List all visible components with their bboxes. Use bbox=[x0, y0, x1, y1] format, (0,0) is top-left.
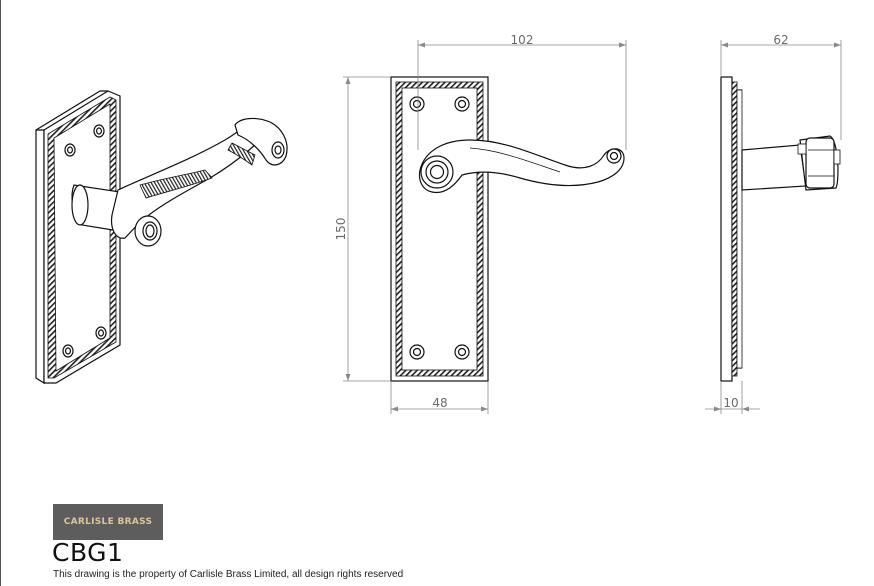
iso-screw-hole-3 bbox=[62, 344, 74, 358]
dimension-height-label: 150 bbox=[334, 218, 348, 241]
iso-screw-hole-4 bbox=[95, 326, 107, 340]
side-lever-neck bbox=[741, 144, 807, 191]
dimension-plate-thickness-label: 10 bbox=[723, 396, 738, 410]
iso-plate-inner bbox=[53, 103, 111, 372]
side-view bbox=[720, 76, 841, 382]
isometric-view bbox=[35, 90, 288, 385]
front-lever-scroll bbox=[606, 148, 622, 164]
copyright-note: This drawing is the property of Carlisle… bbox=[53, 569, 404, 580]
side-rope-edge bbox=[731, 81, 738, 377]
dimension-width-label: 102 bbox=[511, 33, 534, 47]
iso-lever-scroll-hole bbox=[271, 141, 285, 159]
product-code: CBG1 bbox=[52, 538, 124, 567]
iso-screw-hole-2 bbox=[93, 124, 105, 138]
carlisle-brass-logo: CARLISLE BRASS bbox=[53, 504, 163, 540]
dimension-depth-label: 62 bbox=[773, 33, 788, 47]
front-lever-ridge bbox=[469, 147, 561, 173]
drawing-frame-edge bbox=[0, 0, 1, 586]
iso-plate-edge bbox=[35, 129, 45, 385]
iso-lever-grip bbox=[139, 169, 213, 199]
logo-text: CARLISLE BRASS bbox=[63, 517, 153, 527]
front-lever bbox=[418, 139, 625, 194]
side-plate bbox=[720, 76, 733, 382]
iso-plate-top-edge bbox=[35, 90, 108, 131]
front-view bbox=[390, 76, 625, 382]
iso-screw-hole-1-inner bbox=[66, 146, 73, 154]
dimension-backplate-width-label: 48 bbox=[432, 396, 447, 410]
front-inner-panel bbox=[401, 87, 478, 371]
front-screw-holes bbox=[409, 96, 470, 360]
iso-screw-hole-1 bbox=[64, 143, 76, 157]
dimension-lines bbox=[343, 40, 842, 414]
